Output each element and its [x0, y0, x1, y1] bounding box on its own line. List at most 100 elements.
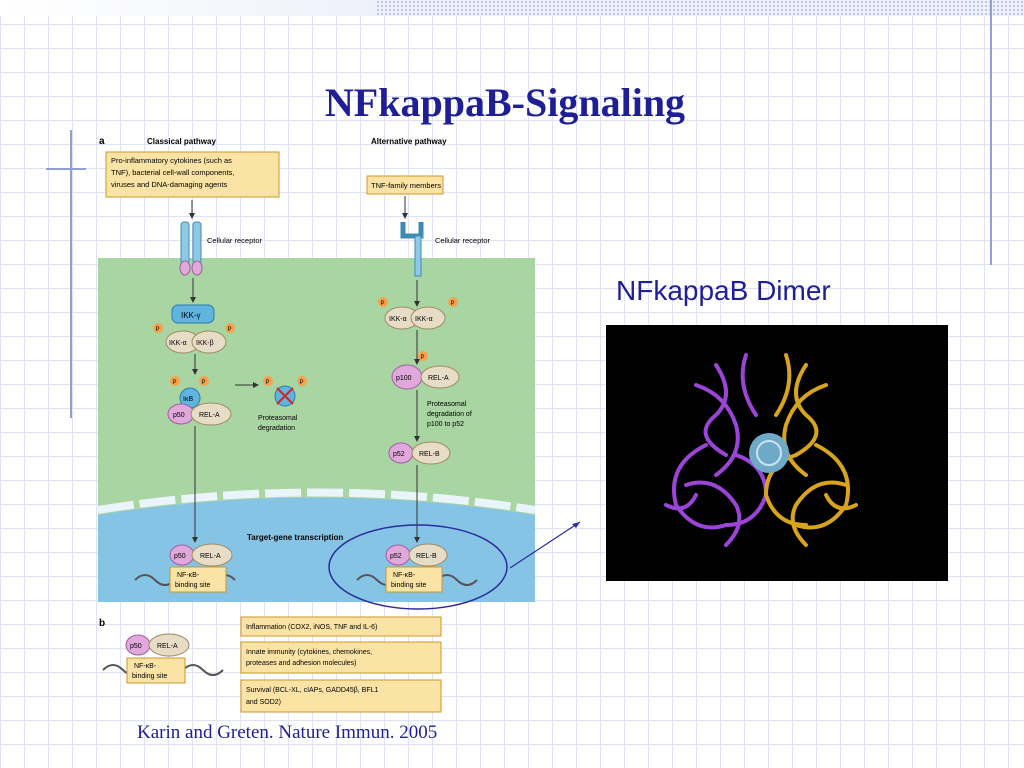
svg-text:NF-κB-: NF-κB- — [177, 572, 200, 579]
svg-text:REL-B: REL-B — [416, 553, 437, 560]
alt-receptor-label: Cellular receptor — [435, 236, 491, 245]
svg-text:P: P — [266, 380, 270, 386]
rel-a-node — [190, 402, 232, 426]
svg-text:Survival (BCL-XL, cIAPs, GADD4: Survival (BCL-XL, cIAPs, GADD45β, BFL1 — [246, 687, 379, 694]
svg-text:P: P — [156, 327, 160, 333]
svg-text:NF-κB-: NF-κB- — [393, 572, 416, 579]
svg-text:P: P — [228, 327, 232, 333]
alt-input-box — [366, 175, 444, 195]
nuclear-membrane — [97, 488, 536, 514]
classical-input-line-3: viruses and DNA-damaging agents — [111, 180, 228, 189]
alt-input-text: TNF-family members — [371, 181, 441, 190]
svg-text:p100 to p52: p100 to p52 — [427, 421, 464, 428]
svg-text:Proteasomal: Proteasomal — [258, 415, 298, 422]
alt-binding-site-box — [385, 566, 443, 593]
binding-site-box — [169, 566, 227, 593]
nuclear-rel-b-node — [408, 543, 448, 567]
svg-text:p50: p50 — [130, 643, 142, 650]
svg-text:p52: p52 — [393, 451, 405, 458]
classical-receptor-right — [192, 221, 202, 265]
svg-text:IKK-α: IKK-α — [389, 316, 407, 323]
classical-receptor-left — [180, 221, 190, 265]
dimer-structure-image — [606, 325, 948, 581]
alt-receptor — [400, 222, 424, 239]
p-marker — [170, 376, 180, 386]
svg-text:Innate immunity (cytokines, ch: Innate immunity (cytokines, chemokines, — [246, 649, 372, 656]
ikb-label: IκB — [183, 396, 193, 403]
highlight-ellipse — [328, 524, 508, 610]
ikk-gamma-node — [171, 304, 215, 324]
classical-receptor-tail-left — [179, 260, 191, 276]
panel-b-label: b — [99, 618, 105, 629]
svg-text:P: P — [173, 380, 177, 386]
citation: Karin and Greten. Nature Immun. 2005 — [137, 722, 438, 743]
nucleus-region — [98, 497, 535, 602]
dimer-label: NFkappaB Dimer — [616, 275, 831, 306]
svg-text:p50: p50 — [174, 553, 186, 560]
nuclear-rel-a-node — [191, 543, 233, 567]
left-decor-line — [70, 130, 72, 418]
cytoplasm-region — [98, 258, 535, 530]
svg-text:REL-A: REL-A — [428, 375, 449, 382]
svg-text:Proteasomal: Proteasomal — [427, 401, 467, 408]
p-marker — [297, 376, 307, 386]
p-marker — [418, 351, 428, 361]
classical-receptor-tail-right — [191, 260, 203, 276]
connector-line — [509, 521, 581, 569]
p-marker — [199, 376, 209, 386]
right-decor-line — [990, 0, 992, 265]
classical-receptor-label: Cellular receptor — [207, 236, 263, 245]
classical-pathway-title: Classical pathway — [147, 137, 216, 146]
outcome-box-survival — [240, 679, 442, 713]
svg-text:binding site: binding site — [391, 582, 427, 589]
ikk-beta-node — [191, 330, 227, 354]
p-marker — [153, 323, 163, 333]
target-gene-label: Target-gene transcription — [247, 533, 343, 542]
svg-text:P: P — [300, 380, 304, 386]
alternative-pathway-title: Alternative pathway — [371, 137, 447, 146]
svg-text:P: P — [421, 355, 425, 361]
svg-text:Inflammation (COX2, iNOS, TNF: Inflammation (COX2, iNOS, TNF and IL-6) — [246, 624, 377, 631]
svg-text:REL-A: REL-A — [200, 553, 221, 560]
p-marker — [225, 323, 235, 333]
svg-text:degradation of: degradation of — [427, 411, 472, 418]
svg-text:binding site: binding site — [175, 582, 211, 589]
svg-text:degradation: degradation — [258, 425, 295, 432]
classical-input-box — [105, 151, 280, 198]
svg-text:P: P — [202, 380, 206, 386]
top-decor-band — [376, 0, 1024, 16]
svg-text:REL-B: REL-B — [419, 451, 440, 458]
rel-b-node — [411, 441, 451, 465]
p-marker — [448, 297, 458, 307]
ikk-gamma-label: IKK-γ — [181, 311, 201, 320]
svg-text:p52: p52 — [390, 553, 402, 560]
slide-title: NFkappaB-Signaling — [324, 79, 686, 125]
alt-ikk-alpha-node-2 — [410, 306, 446, 330]
top-decor-band-left — [0, 0, 376, 16]
dna-center — [749, 433, 789, 473]
svg-text:IKK-α: IKK-α — [415, 316, 433, 323]
classical-input-line-2: TNF), bacterial cell-wall components, — [111, 168, 234, 177]
svg-text:P: P — [381, 301, 385, 307]
svg-text:proteases and adhesion molecul: proteases and adhesion molecules) — [246, 660, 357, 667]
p-marker — [263, 376, 273, 386]
svg-text:binding site: binding site — [132, 673, 168, 680]
alt-receptor-stem — [414, 235, 422, 277]
svg-text:NF-κB-: NF-κB- — [134, 663, 157, 670]
pathway-figure: a Classical pathway Alternative pathway … — [97, 136, 536, 713]
panel-a-label: a — [99, 136, 105, 147]
svg-text:REL-A: REL-A — [199, 412, 220, 419]
p-marker — [378, 297, 388, 307]
svg-text:p50: p50 — [173, 412, 185, 419]
ikk-alpha-label: IKK-α — [169, 340, 187, 347]
svg-text:P: P — [451, 301, 455, 307]
svg-text:p100: p100 — [396, 375, 412, 382]
outcome-box-inflammation — [240, 616, 442, 637]
outcome-box-immunity — [240, 641, 442, 674]
classical-input-line-1: Pro-inflammatory cytokines (such as — [111, 156, 232, 165]
svg-text:and SOD2): and SOD2) — [246, 699, 281, 706]
left-decor-tick — [46, 168, 86, 170]
alt-rel-a-node — [420, 365, 460, 389]
ikk-beta-label: IKK-β — [196, 340, 214, 347]
svg-text:REL-A: REL-A — [157, 643, 178, 650]
